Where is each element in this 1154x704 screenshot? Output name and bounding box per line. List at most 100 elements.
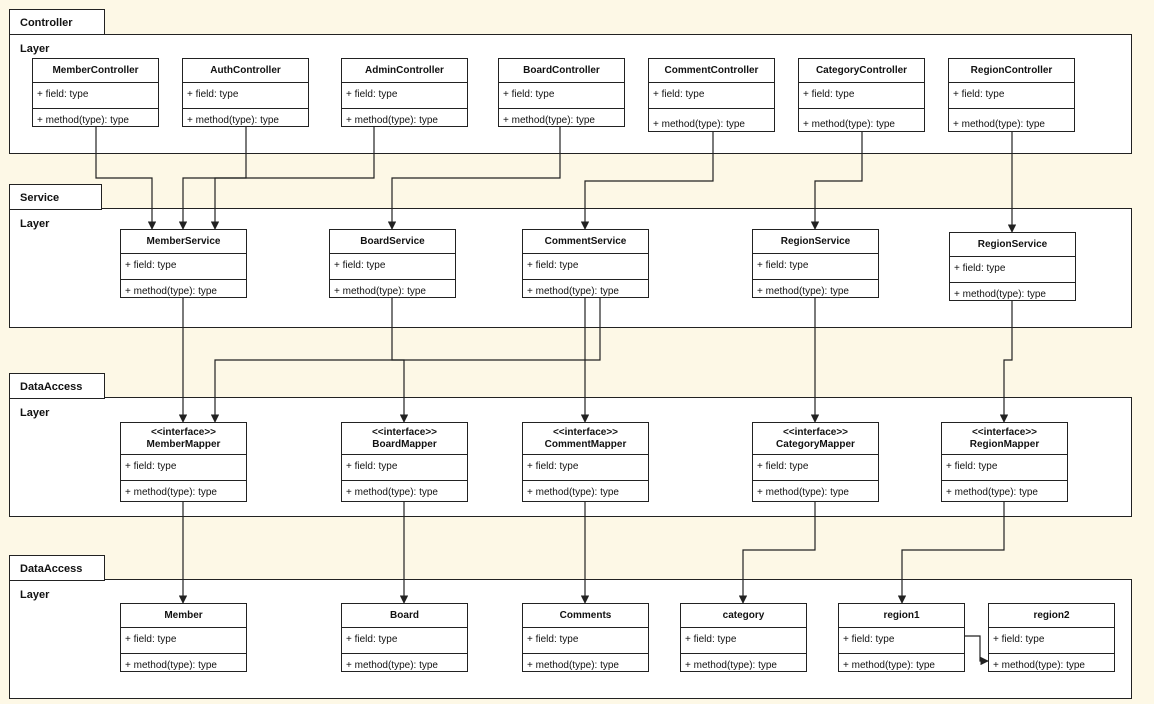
class-field: + field: type — [121, 254, 246, 280]
class-method: + method(type): type — [125, 660, 217, 671]
region1-entity-class[interactable]: region1 + field: type + method(type): ty… — [838, 603, 965, 672]
board-controller-class[interactable]: BoardController + field: type + method(t… — [498, 58, 625, 127]
comment-service-class[interactable]: CommentService + field: type + method(ty… — [522, 229, 649, 298]
member-mapper-interface[interactable]: <<interface>> MemberMapper + field: type… — [120, 422, 247, 502]
region-mapper-interface[interactable]: <<interface>> RegionMapper + field: type… — [941, 422, 1068, 502]
class-name: RegionService — [753, 230, 878, 254]
class-name: CategoryController — [799, 59, 924, 83]
class-name: MemberMapper — [146, 438, 221, 450]
class-method: + method(type): type — [37, 115, 129, 126]
class-field: + field: type — [799, 83, 924, 109]
class-field: + field: type — [681, 628, 806, 654]
class-name: region1 — [839, 604, 964, 628]
class-method: + method(type): type — [685, 660, 777, 671]
class-method: + method(type): type — [843, 660, 935, 671]
comment-controller-class[interactable]: CommentController + field: type + method… — [648, 58, 775, 132]
class-field: + field: type — [839, 628, 964, 654]
class-name: MemberController — [33, 59, 158, 83]
board-service-class[interactable]: BoardService + field: type + method(type… — [329, 229, 456, 298]
class-name: BoardMapper — [372, 438, 437, 450]
category-controller-class[interactable]: CategoryController + field: type + metho… — [798, 58, 925, 132]
class-field: + field: type — [342, 83, 467, 109]
admin-controller-class[interactable]: AdminController + field: type + method(t… — [341, 58, 468, 127]
class-method: + method(type): type — [334, 286, 426, 297]
class-method: + method(type): type — [954, 289, 1046, 300]
class-field: + field: type — [342, 628, 467, 654]
class-name: Comments — [523, 604, 648, 628]
class-field: + field: type — [523, 628, 648, 654]
class-method: + method(type): type — [757, 286, 849, 297]
member-service-class[interactable]: MemberService + field: type + method(typ… — [120, 229, 247, 298]
class-field: + field: type — [499, 83, 624, 109]
class-method: + method(type): type — [125, 286, 217, 297]
class-method: + method(type): type — [346, 660, 438, 671]
class-field: + field: type — [649, 83, 774, 109]
class-name: CategoryMapper — [776, 438, 855, 450]
interface-stereotype: <<interface>> — [971, 426, 1038, 438]
class-method: + method(type): type — [946, 487, 1038, 498]
class-field: + field: type — [330, 254, 455, 280]
class-name: BoardController — [499, 59, 624, 83]
category-entity-class[interactable]: category + field: type + method(type): t… — [680, 603, 807, 672]
class-method: + method(type): type — [527, 487, 619, 498]
class-name: AuthController — [183, 59, 308, 83]
member-entity-class[interactable]: Member + field: type + method(type): typ… — [120, 603, 247, 672]
class-name: Board — [342, 604, 467, 628]
board-entity-class[interactable]: Board + field: type + method(type): type — [341, 603, 468, 672]
region-controller-class[interactable]: RegionController + field: type + method(… — [948, 58, 1075, 132]
interface-header: <<interface>> MemberMapper — [121, 423, 246, 455]
interface-stereotype: <<interface>> — [150, 426, 217, 438]
interface-header: <<interface>> BoardMapper — [342, 423, 467, 455]
interface-stereotype: <<interface>> — [371, 426, 438, 438]
class-field: + field: type — [989, 628, 1114, 654]
comment-mapper-interface[interactable]: <<interface>> CommentMapper + field: typ… — [522, 422, 649, 502]
category-mapper-interface[interactable]: <<interface>> CategoryMapper + field: ty… — [752, 422, 879, 502]
class-field: + field: type — [942, 455, 1067, 481]
class-method: + method(type): type — [803, 119, 895, 130]
class-field: + field: type — [753, 254, 878, 280]
controller-layer-tab: Controller Layer — [9, 9, 105, 55]
interface-header: <<interface>> CommentMapper — [523, 423, 648, 455]
interface-stereotype: <<interface>> — [782, 426, 849, 438]
region2-entity-class[interactable]: region2 + field: type + method(type): ty… — [988, 603, 1115, 672]
class-method: + method(type): type — [346, 115, 438, 126]
service-layer-tab: Service Layer — [9, 184, 102, 230]
member-controller-class[interactable]: MemberController + field: type + method(… — [32, 58, 159, 127]
class-method: + method(type): type — [993, 660, 1085, 671]
class-method: + method(type): type — [757, 487, 849, 498]
class-name: category — [681, 604, 806, 628]
comments-entity-class[interactable]: Comments + field: type + method(type): t… — [522, 603, 649, 672]
class-name: AdminController — [342, 59, 467, 83]
dataaccess-layer-tab: DataAccess Layer — [9, 373, 105, 419]
board-mapper-interface[interactable]: <<interface>> BoardMapper + field: type … — [341, 422, 468, 502]
class-name: CommentService — [523, 230, 648, 254]
class-field: + field: type — [183, 83, 308, 109]
class-field: + field: type — [342, 455, 467, 481]
class-name: CommentMapper — [544, 438, 627, 450]
class-name: MemberService — [121, 230, 246, 254]
region-service-class[interactable]: RegionService + field: type + method(typ… — [752, 229, 879, 298]
class-field: + field: type — [950, 257, 1075, 283]
class-name: Member — [121, 604, 246, 628]
class-field: + field: type — [523, 455, 648, 481]
class-method: + method(type): type — [187, 115, 279, 126]
class-name: RegionService — [950, 233, 1075, 257]
class-name: CommentController — [649, 59, 774, 83]
class-field: + field: type — [33, 83, 158, 109]
class-method: + method(type): type — [346, 487, 438, 498]
interface-header: <<interface>> CategoryMapper — [753, 423, 878, 455]
class-method: + method(type): type — [503, 115, 595, 126]
class-name: RegionMapper — [969, 438, 1040, 450]
class-field: + field: type — [949, 83, 1074, 109]
class-field: + field: type — [121, 628, 246, 654]
class-method: + method(type): type — [527, 660, 619, 671]
class-method: + method(type): type — [527, 286, 619, 297]
interface-stereotype: <<interface>> — [552, 426, 619, 438]
dataaccess-layer-tab: DataAccess Layer — [9, 555, 105, 601]
class-method: + method(type): type — [953, 119, 1045, 130]
class-method: + method(type): type — [653, 119, 745, 130]
region-service-class[interactable]: RegionService + field: type + method(typ… — [949, 232, 1076, 301]
class-name: region2 — [989, 604, 1114, 628]
auth-controller-class[interactable]: AuthController + field: type + method(ty… — [182, 58, 309, 127]
